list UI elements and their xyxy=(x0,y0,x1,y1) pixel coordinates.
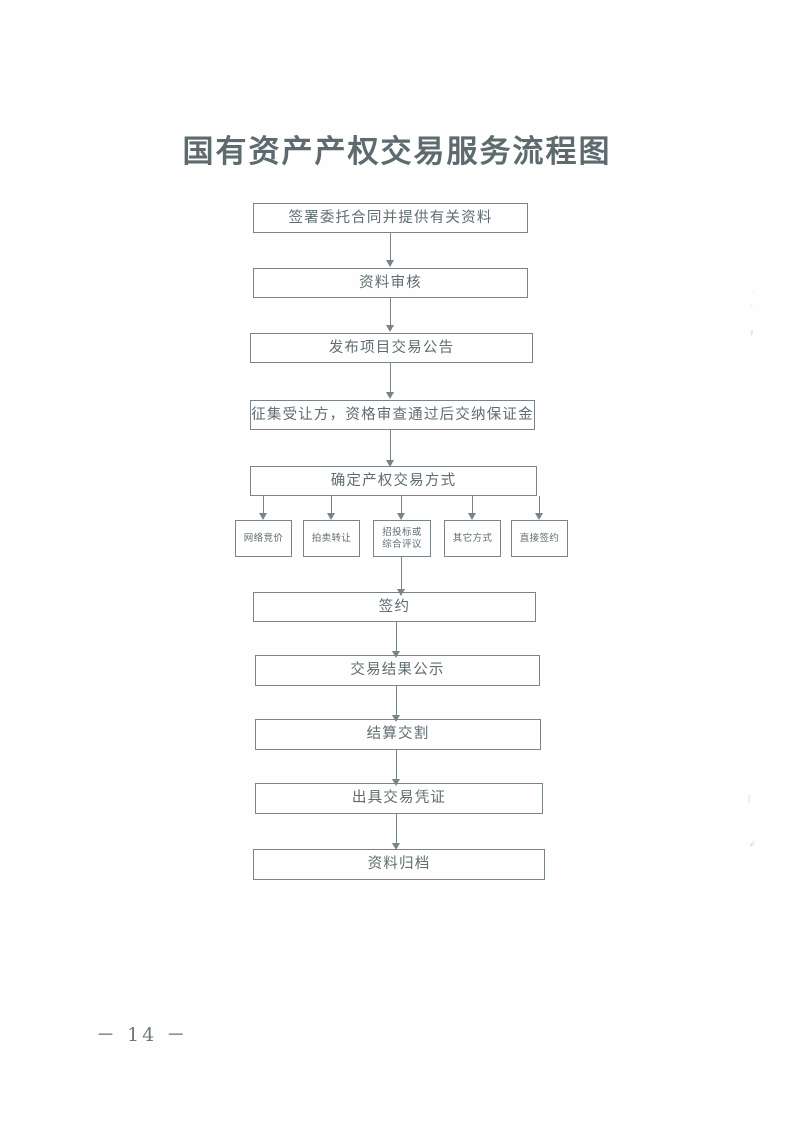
flow-node-branch1[interactable]: 网络竞价 xyxy=(235,520,292,557)
arrow-step1-step2 xyxy=(385,260,394,267)
page-number: － 14 － xyxy=(96,1024,189,1046)
connector-step5-branch2 xyxy=(331,496,333,514)
flow-node-step2[interactable]: 资料审核 xyxy=(253,268,528,298)
flow-node-step6[interactable]: 签约 xyxy=(253,592,536,622)
connector-step3-step4 xyxy=(390,363,392,393)
connector-branches-step6 xyxy=(401,557,403,592)
flow-node-step9[interactable]: 出具交易凭证 xyxy=(255,783,543,814)
flow-node-branch5[interactable]: 直接签约 xyxy=(511,520,568,557)
flow-node-step8[interactable]: 结算交割 xyxy=(255,719,541,750)
branch5-line1: 直接签约 xyxy=(519,532,560,544)
arrow-step8-step9 xyxy=(391,779,400,786)
scan-artifact-mark: ɟ xyxy=(751,328,753,336)
arrow-step5-branch4 xyxy=(467,513,476,520)
scan-artifact-mark: - xyxy=(750,302,753,310)
flow-node-branch4[interactable]: 其它方式 xyxy=(444,520,501,557)
connector-step5-branch4 xyxy=(472,496,474,514)
flow-node-step5[interactable]: 确定产权交易方式 xyxy=(250,466,537,496)
branch1-line1: 网络竞价 xyxy=(243,532,284,544)
connector-step5-branch1 xyxy=(263,496,265,514)
arrow-step2-step3 xyxy=(385,325,394,332)
connector-step2-step3 xyxy=(390,298,392,326)
connector-step9-step10 xyxy=(396,814,398,844)
arrow-step4-step5 xyxy=(385,460,394,467)
arrow-step9-step10 xyxy=(391,843,400,850)
flow-node-branch2[interactable]: 拍卖转让 xyxy=(303,520,360,557)
arrow-step5-branch1 xyxy=(258,513,267,520)
connector-step5-branch3 xyxy=(401,496,403,514)
branch3-line1: 招投标或 xyxy=(382,526,422,538)
flow-node-step1[interactable]: 签署委托合同并提供有关资料 xyxy=(253,203,528,233)
scan-artifact-mark: · xyxy=(752,288,755,296)
connector-step5-branch5 xyxy=(539,496,541,514)
connector-step7-step8 xyxy=(396,686,398,716)
flow-node-step7[interactable]: 交易结果公示 xyxy=(255,655,540,686)
connector-step8-step9 xyxy=(396,750,398,780)
scan-artifact-mark: ↲ xyxy=(749,840,755,848)
arrow-step5-branch5 xyxy=(534,513,543,520)
connector-step4-step5 xyxy=(390,430,392,461)
connector-step6-step7 xyxy=(396,622,398,652)
flow-node-branch3[interactable]: 招投标或 综合评议 xyxy=(373,520,431,557)
branch3-line2: 综合评议 xyxy=(382,538,422,550)
scan-artifact-mark: ʃ xyxy=(748,795,751,803)
arrow-step7-step8 xyxy=(391,715,400,722)
branch4-line1: 其它方式 xyxy=(452,532,493,544)
arrow-step6-step7 xyxy=(391,651,400,658)
flow-node-step10[interactable]: 资料归档 xyxy=(253,849,545,880)
arrow-step5-branch3 xyxy=(396,513,405,520)
arrow-step3-step4 xyxy=(385,392,394,399)
flow-node-step4[interactable]: 征集受让方，资格审查通过后交纳保证金 xyxy=(250,400,535,430)
flow-node-step3[interactable]: 发布项目交易公告 xyxy=(250,333,533,363)
page-title: 国有资产产权交易服务流程图 xyxy=(182,134,612,170)
connector-step1-step2 xyxy=(390,233,392,261)
arrow-step5-branch2 xyxy=(326,513,335,520)
branch2-line1: 拍卖转让 xyxy=(311,532,352,544)
